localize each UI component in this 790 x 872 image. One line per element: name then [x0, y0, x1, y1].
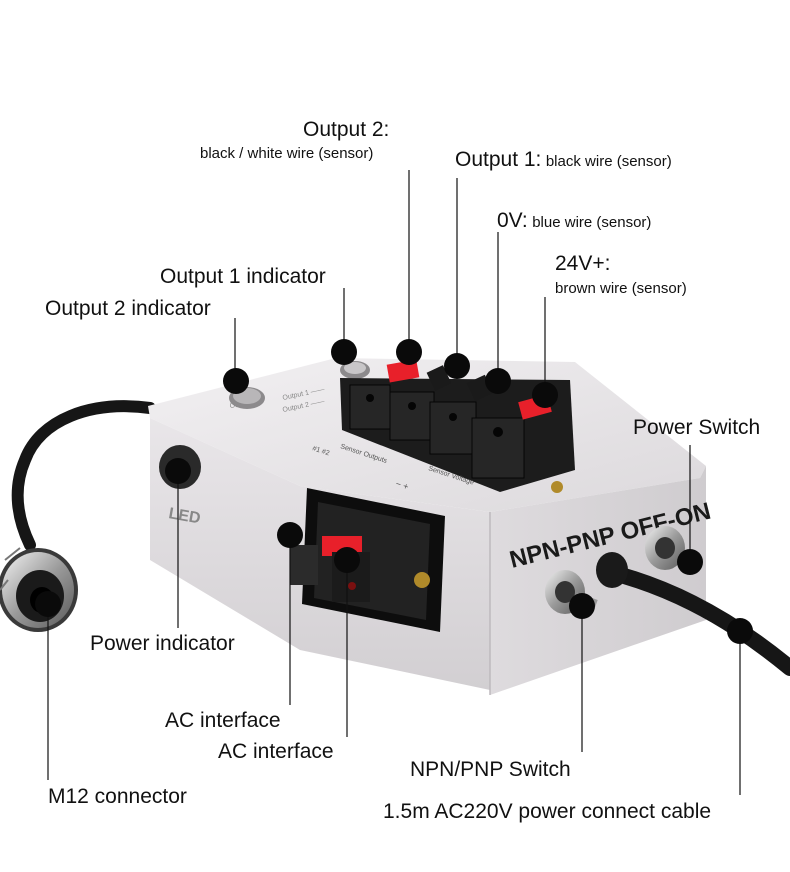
npn-pnp-switch-label: NPN/PNP Switch	[410, 758, 571, 781]
marker-dots	[35, 339, 753, 644]
ac-interface-label-1: AC interface	[165, 709, 281, 732]
box-right-face	[490, 466, 706, 695]
zero-v-desc: blue wire (sensor)	[532, 214, 652, 231]
output1-label: Output 1: black wire (sensor)	[455, 148, 672, 171]
leader-lines	[47, 170, 741, 795]
power-cable-label: 1.5m AC220V power connect cable	[383, 800, 712, 823]
power-toggle-graphic	[645, 526, 685, 570]
output2-title: Output 2:	[303, 118, 390, 141]
m12-connector-graphic	[0, 547, 78, 632]
v24-desc: brown wire (sensor)	[555, 280, 687, 297]
output1-desc: black wire (sensor)	[545, 153, 672, 170]
zero-v-label: 0V: blue wire (sensor)	[497, 209, 651, 232]
v24-title: 24V+:	[555, 252, 611, 275]
output2-indicator-label: Output 2 indicator	[45, 297, 211, 320]
led-print: LED	[167, 505, 201, 527]
ac-terminal-block	[290, 488, 445, 632]
svg-text:− +: − +	[394, 478, 409, 492]
output2-desc: black / white wire (sensor)	[200, 145, 374, 162]
ac-interface-label-2: AC interface	[218, 740, 334, 763]
output1-indicator-label: Output 1 indicator	[160, 265, 326, 288]
sensor-cable	[11, 400, 156, 551]
m12-connector-label: M12 connector	[48, 785, 187, 808]
output1-title: Output 1:	[455, 148, 542, 171]
sensor-terminal-block	[340, 359, 575, 492]
power-cable-graphic	[602, 564, 790, 676]
zero-v-title: 0V:	[497, 209, 528, 232]
power-indicator-label: Power indicator	[90, 632, 235, 655]
power-switch-label: Power Switch	[633, 416, 761, 439]
